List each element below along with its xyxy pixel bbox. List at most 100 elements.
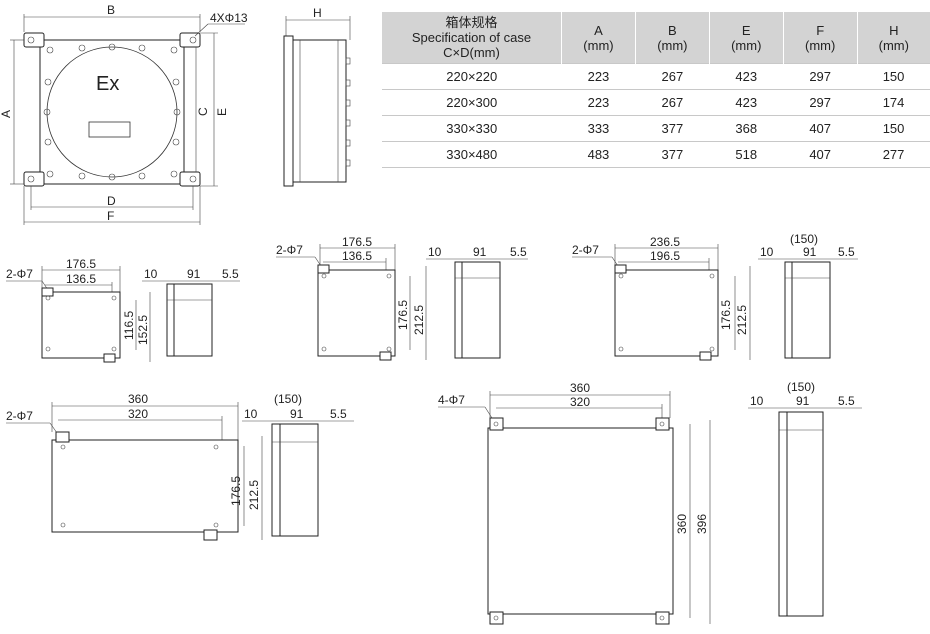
dim-a-label: A <box>0 110 13 118</box>
box5-w-outer: 360 <box>570 381 590 395</box>
box1-side-body <box>173 283 213 357</box>
box1-side-view: 10 91 5.5 <box>142 267 240 357</box>
dim-e-label: E <box>215 108 229 116</box>
spec-header-cn: 箱体规格 <box>445 15 498 30</box>
box2-h-outer: 212.5 <box>412 305 426 335</box>
mount-hole <box>27 175 35 183</box>
box2-front-view: 2-Φ7 176.5 136.5 176.5 212.5 <box>276 235 427 361</box>
col-unit: (mm) <box>805 37 836 53</box>
mount-ear <box>41 287 54 297</box>
box4-front-view: 2-Φ7 360 320 176.5 212.5 <box>6 392 263 541</box>
table-row: 220×220 223 267 423 297 150 <box>382 63 930 90</box>
cell-h: 150 <box>857 115 930 142</box>
col-header-a: A(mm) <box>561 12 636 64</box>
mount-ear <box>614 264 627 274</box>
mount-ear <box>203 529 218 541</box>
cell-a: 483 <box>561 141 636 168</box>
cell-b: 267 <box>635 89 710 116</box>
box5-hole-label: 4-Φ7 <box>438 393 465 407</box>
ex-mark: Ex <box>96 73 119 95</box>
box1-side-right: 5.5 <box>222 267 239 281</box>
box3-body <box>614 269 719 357</box>
box1-side-left: 10 <box>144 267 158 281</box>
cell-e: 368 <box>709 115 784 142</box>
cell-f: 407 <box>783 141 858 168</box>
box1-h-inner: 116.5 <box>122 311 136 340</box>
cell-a: 223 <box>561 89 636 116</box>
mount-hole <box>27 36 35 44</box>
cell-f: 407 <box>783 115 858 142</box>
side-h-label: H <box>313 6 322 20</box>
box3-side-right: 5.5 <box>838 245 855 259</box>
box2-w-outer: 176.5 <box>342 235 372 249</box>
cell-h: 277 <box>857 141 930 168</box>
box3-side-flange <box>784 261 793 359</box>
box1-w-inner: 136.5 <box>66 272 96 286</box>
col-unit: (mm) <box>657 37 688 53</box>
box3-side-view: (150) 10 91 5.5 <box>758 232 858 359</box>
row-size: 330×480 <box>382 141 562 168</box>
box2-body <box>317 269 396 357</box>
box5-side-top: (150) <box>787 380 815 394</box>
nameplate <box>88 121 131 138</box>
hole-label: 4XΦ13 <box>210 11 248 25</box>
col-unit: (mm) <box>878 37 909 53</box>
box2-h-inner: 176.5 <box>396 300 410 330</box>
box4-side-left: 10 <box>244 407 258 421</box>
box4-body <box>51 439 239 533</box>
box1-side-mid: 91 <box>187 267 201 281</box>
dim-f-label: F <box>107 209 114 223</box>
main-side-view: H <box>283 6 351 187</box>
box2-side-view: 10 91 5.5 <box>426 245 528 359</box>
box2-side-left: 10 <box>428 245 442 259</box>
col-letter: F <box>816 22 825 38</box>
spec-table-header: 箱体规格 Specification of case C×D(mm) A(mm)… <box>382 12 930 64</box>
col-header-f: F(mm) <box>783 12 858 64</box>
box3-h-outer: 212.5 <box>735 305 749 335</box>
box3-h-inner: 176.5 <box>719 300 733 330</box>
mount-ear <box>379 351 392 361</box>
cell-b: 267 <box>635 63 710 90</box>
cell-f: 297 <box>783 63 858 90</box>
box2-side-flange <box>454 261 463 359</box>
row-size: 330×330 <box>382 115 562 142</box>
col-header-e: E(mm) <box>709 12 784 64</box>
box4-side-body <box>279 423 319 537</box>
box5-h-outer: 396 <box>695 514 709 534</box>
box3-side-top: (150) <box>790 232 818 246</box>
row-size: 220×300 <box>382 89 562 116</box>
cell-f: 297 <box>783 89 858 116</box>
cell-e: 423 <box>709 63 784 90</box>
box4-side-right: 5.5 <box>330 407 347 421</box>
cell-a: 333 <box>561 115 636 142</box>
box3-side-body <box>791 261 831 359</box>
table-row: 330×480 483 377 518 407 277 <box>382 141 930 168</box>
box5-side-flange <box>778 411 788 617</box>
box3-w-outer: 236.5 <box>650 235 680 249</box>
box1-h-outer: 152.5 <box>136 315 150 345</box>
cell-b: 377 <box>635 115 710 142</box>
box4-side-top: (150) <box>274 392 302 406</box>
box2-side-mid: 91 <box>473 245 487 259</box>
spec-header-en: Specification of case <box>411 30 532 45</box>
box2-side-right: 5.5 <box>510 245 527 259</box>
box1-side-flange <box>166 283 175 357</box>
mount-ear <box>699 351 712 361</box>
cell-h: 174 <box>857 89 930 116</box>
cell-b: 377 <box>635 141 710 168</box>
dim-d-label: D <box>107 194 116 208</box>
col-letter: A <box>594 22 603 38</box>
cell-e: 423 <box>709 89 784 116</box>
box5-side-right: 5.5 <box>838 394 855 408</box>
mount-hole <box>189 36 197 44</box>
mount-ear <box>489 611 504 625</box>
spec-header-cd: C×D(mm) <box>443 45 500 60</box>
box5-side-mid: 91 <box>796 394 810 408</box>
box3-front-view: 2-Φ7 236.5 196.5 176.5 212.5 <box>572 235 751 361</box>
box3-w-inner: 196.5 <box>650 249 680 263</box>
spec-table: 箱体规格 Specification of case C×D(mm) A(mm)… <box>382 12 930 168</box>
box5-h-inner: 360 <box>675 514 689 534</box>
mount-ear <box>55 431 70 443</box>
box1-w-outer: 176.5 <box>66 257 96 271</box>
box4-side-flange <box>271 423 281 537</box>
